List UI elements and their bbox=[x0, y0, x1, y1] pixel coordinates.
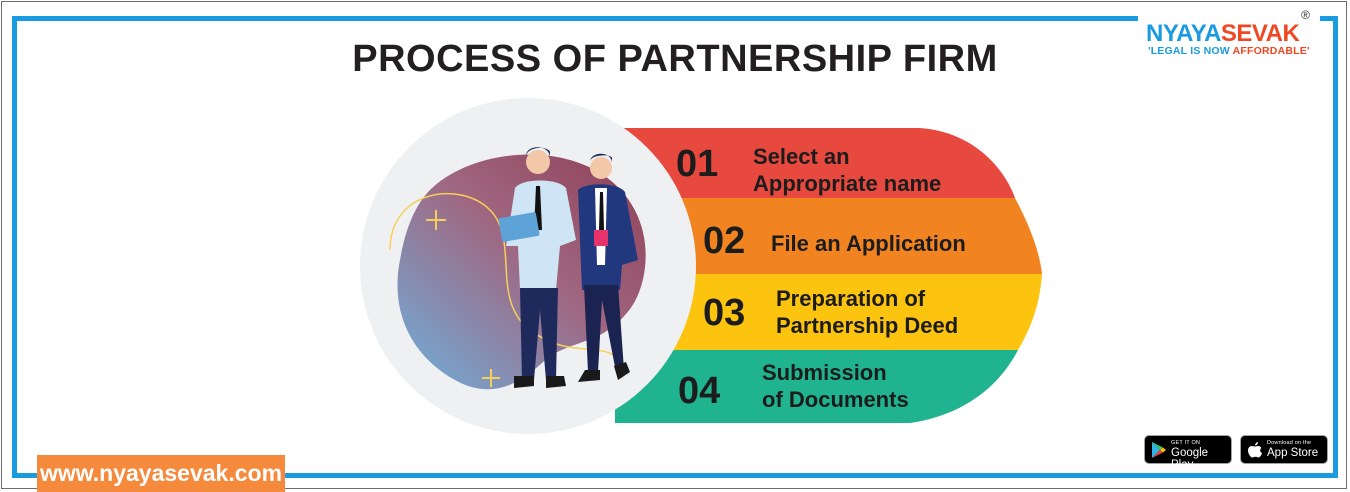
step-02-band bbox=[615, 198, 1042, 274]
step-02-number: 02 bbox=[703, 220, 746, 262]
step-04-number: 04 bbox=[678, 370, 721, 412]
apple-badge-big-text: App Store bbox=[1267, 447, 1319, 459]
page-title: PROCESS OF PARTNERSHIP FIRM bbox=[352, 38, 998, 80]
nyayasevak-logo: NYAYASEVAK ® 'LEGAL IS NOW AFFORDABLE' bbox=[1138, 6, 1320, 64]
step-02-label: File an Application bbox=[771, 231, 966, 256]
website-link[interactable]: www.nyayasevak.com bbox=[37, 455, 285, 492]
app-store-button[interactable]: Download on the App Store bbox=[1240, 435, 1328, 464]
logo-tagline: 'LEGAL IS NOW AFFORDABLE' bbox=[1148, 45, 1310, 57]
step-03-number: 03 bbox=[703, 292, 746, 334]
partner-right bbox=[578, 153, 638, 382]
google-play-button[interactable]: GET IT ON Google Play bbox=[1144, 435, 1232, 471]
step-04-band bbox=[615, 350, 1018, 423]
logo-wordmark: NYAYASEVAK bbox=[1146, 20, 1300, 47]
google-play-icon bbox=[1152, 442, 1166, 458]
business-partners-illustration bbox=[389, 147, 646, 390]
step-01-number: 01 bbox=[676, 143, 719, 185]
partner-left bbox=[498, 147, 576, 388]
apple-icon bbox=[1248, 442, 1262, 458]
registered-mark: ® bbox=[1301, 8, 1310, 22]
apple-badge-small-text: Download on the bbox=[1267, 440, 1312, 446]
google-badge-big-text: Google Play bbox=[1171, 447, 1209, 471]
google-badge-small-text: GET IT ON bbox=[1171, 440, 1201, 446]
step-01-band bbox=[615, 128, 1015, 198]
step-03-band bbox=[615, 274, 1042, 350]
